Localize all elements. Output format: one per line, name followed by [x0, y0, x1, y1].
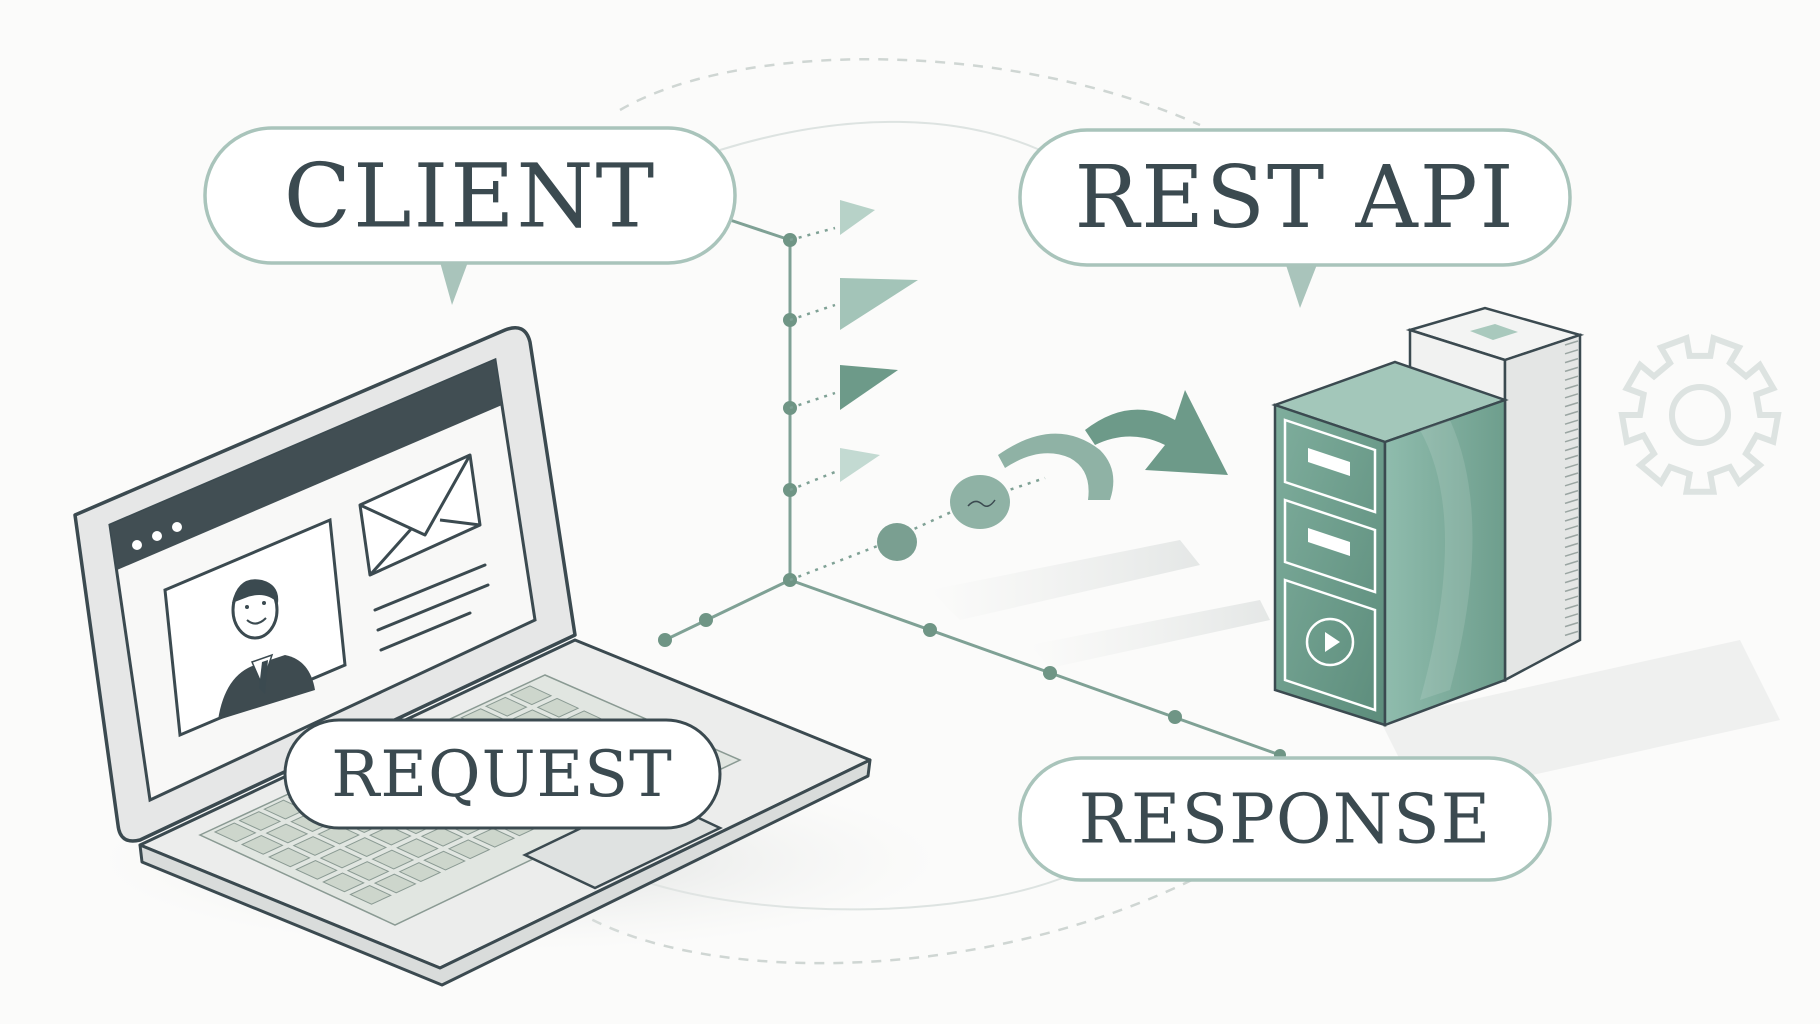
vent-line	[1564, 366, 1579, 373]
vent-line	[1564, 463, 1579, 469]
keyboard-key	[509, 685, 553, 706]
browser-bar	[110, 360, 502, 570]
vent-line	[1564, 375, 1579, 381]
response-bubble: RESPONSE	[1018, 756, 1552, 882]
server-back-side	[1503, 333, 1582, 683]
vent-line	[1564, 613, 1579, 619]
flow-shadow	[930, 540, 1200, 620]
keyboard-key	[371, 849, 415, 870]
keyboard-key	[267, 847, 311, 868]
vent-line	[1564, 498, 1579, 505]
client-bubble: CLIENT	[203, 126, 737, 305]
laptop-base-edge	[138, 758, 872, 987]
flag-markers	[840, 200, 918, 482]
server-sheen	[1420, 420, 1473, 700]
dotted-leaders	[789, 226, 1046, 582]
vent-line	[1564, 525, 1579, 531]
vent-line	[1564, 419, 1579, 425]
response-label: RESPONSE	[1079, 781, 1492, 860]
vent-line	[1564, 577, 1579, 584]
vent-line	[1564, 349, 1579, 355]
vent-line	[1564, 445, 1579, 452]
vent-line	[1564, 437, 1579, 443]
keyboard-key	[349, 885, 392, 905]
keyboard-key	[472, 827, 516, 848]
drive-bay-1	[1283, 418, 1377, 514]
vent-line	[1564, 569, 1579, 575]
keyboard-key	[292, 836, 336, 856]
keyboard-key	[536, 697, 580, 718]
keyboard-key	[213, 822, 257, 843]
flow-shadow-2	[1030, 600, 1270, 668]
keyboard-key	[322, 872, 365, 893]
vent-line	[1564, 560, 1579, 566]
keyboard-key	[396, 838, 439, 859]
vent-line	[1564, 489, 1579, 496]
request-label: REQUEST	[331, 738, 673, 812]
vent-line	[1564, 393, 1579, 399]
keyboard-key	[319, 848, 363, 869]
vent-line	[1564, 384, 1579, 390]
arrow-icon	[998, 390, 1228, 500]
browser-dot-1	[132, 540, 142, 550]
envelope-icon	[358, 453, 482, 577]
vent-line	[1564, 542, 1579, 549]
vent-line	[1564, 621, 1579, 628]
vent-line	[1564, 595, 1579, 601]
keyboard-key	[295, 860, 338, 880]
data-packets	[877, 475, 1010, 561]
axis-nodes	[658, 233, 1286, 761]
browser-dot-3	[172, 522, 182, 532]
gear-icon	[1618, 334, 1782, 495]
keyboard-key	[484, 696, 528, 717]
vent-line	[1564, 410, 1579, 417]
server-icon	[1271, 306, 1585, 727]
server-front-side	[1383, 398, 1507, 727]
keyboard-key	[447, 839, 491, 860]
drive-bay-2	[1283, 498, 1377, 594]
keyboard-key	[240, 835, 284, 855]
client-label: CLIENT	[284, 145, 656, 248]
server-back-slot	[1470, 324, 1518, 340]
user-avatar-icon	[218, 579, 315, 720]
vent-line	[1564, 481, 1579, 487]
keyboard-key	[373, 873, 417, 894]
vent-line	[1564, 401, 1579, 408]
keyboard-key	[346, 861, 390, 881]
orbit-dashed-ring	[559, 57, 1231, 965]
keyboard-key	[398, 862, 442, 882]
vent-line	[1564, 357, 1579, 364]
vent-line	[1564, 533, 1579, 540]
vent-line	[1564, 586, 1579, 593]
keyboard-key	[344, 837, 388, 857]
rest-api-label: REST API	[1074, 148, 1515, 248]
server-vents	[1564, 340, 1579, 637]
vent-line	[1564, 604, 1579, 610]
vent-line	[1564, 516, 1579, 522]
vent-line	[1564, 630, 1579, 637]
vent-line	[1564, 428, 1579, 434]
vent-line	[1564, 454, 1579, 461]
vent-line	[1564, 340, 1579, 346]
keyboard-key	[420, 826, 464, 847]
text-lines	[373, 563, 490, 652]
keyboard-key	[423, 850, 466, 871]
rest-api-bubble: REST API	[1018, 128, 1572, 308]
browser-dot-2	[152, 531, 162, 541]
vent-line	[1564, 507, 1579, 513]
keyboard-key	[265, 823, 309, 844]
vent-line	[1564, 472, 1579, 478]
vent-line	[1564, 551, 1579, 557]
request-bubble: REQUEST	[283, 718, 722, 830]
keyboard-key	[238, 811, 282, 831]
drive-bay-3	[1283, 578, 1377, 712]
